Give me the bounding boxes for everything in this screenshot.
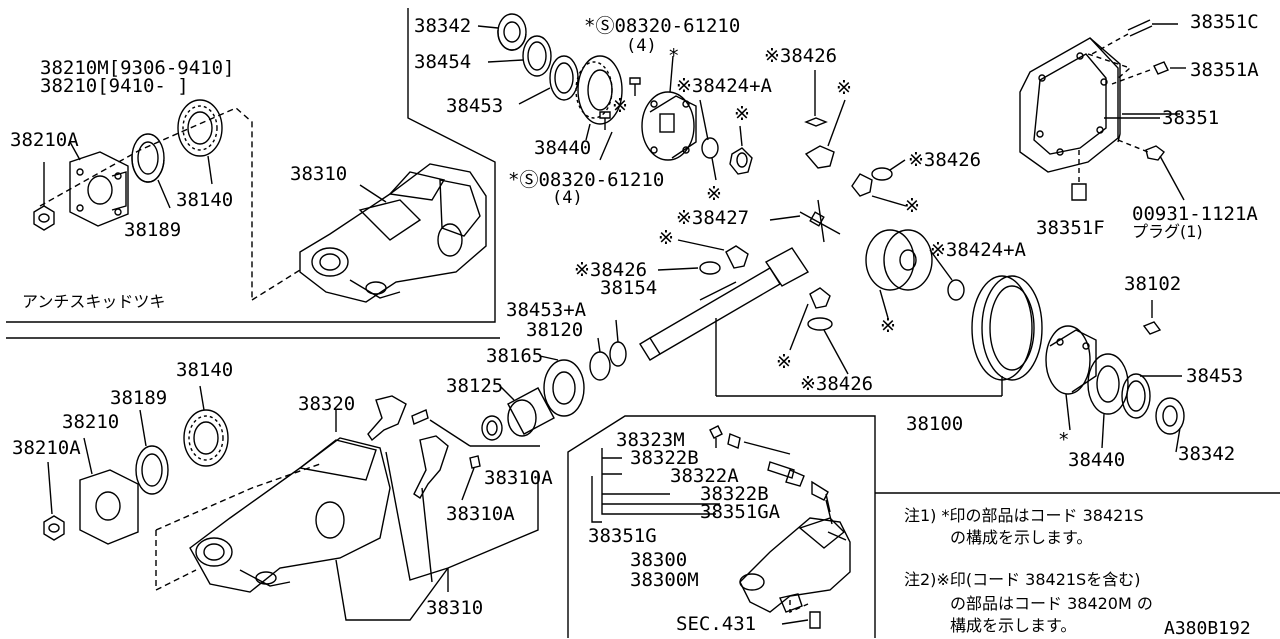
label-38120: 38120 (526, 319, 584, 341)
label-38210A-bottom: 38210A (12, 437, 81, 459)
label-bolt-top: *Ⓢ08320-61210 (584, 15, 741, 37)
label-38454: 38454 (414, 51, 472, 73)
diagram-reference-code: A380B192 (1164, 618, 1251, 639)
note-2-line2: の部品はコード 38420M の (950, 594, 1153, 613)
label-38140-bottom: 38140 (176, 359, 234, 381)
label-38210-bottom: 38210 (62, 411, 120, 433)
label-38322A: 38322A (670, 465, 739, 487)
label-38320: 38320 (298, 393, 356, 415)
label-38140-top: 38140 (176, 189, 234, 211)
mark-h: ※ (612, 95, 628, 117)
top-bearing-group (477, 13, 965, 375)
note-1-line1: 注1) *印の部品はコード 38421S (904, 506, 1144, 525)
label-38453A: 38453+A (506, 299, 587, 321)
pinion-ring-gear-group (481, 247, 1185, 453)
label-38102: 38102 (1124, 273, 1182, 295)
mark-f: ※ (880, 315, 896, 337)
mount-bracket-group (591, 425, 851, 629)
boundary-lines (6, 8, 1280, 638)
note-2-line1: 注2)※印(コード 38421Sを含む) (904, 570, 1141, 589)
label-38426-c: ※38426 (574, 259, 648, 281)
label-38342-right: 38342 (1178, 443, 1236, 465)
inset-caption: アンチスキッドツキ (22, 292, 166, 311)
label-38300: 38300 (630, 549, 688, 571)
mark-g: ※ (776, 351, 792, 373)
note-2-line3: 構成を示します。 (950, 616, 1077, 635)
label-38310A-2: 38310A (446, 503, 515, 525)
label-38323M: 38323M (616, 429, 685, 451)
label-bolt-top-qty: (4) (626, 36, 657, 56)
label-38440-right: 38440 (1068, 449, 1126, 471)
label-bolt-bottom: *Ⓢ08320-61210 (508, 169, 665, 191)
label-plug-code: 00931-1121A (1132, 203, 1258, 225)
label-38351C: 38351C (1190, 11, 1259, 33)
label-38351G: 38351G (588, 525, 657, 547)
mark-c: ※ (836, 77, 852, 99)
label-38426-d: ※38426 (800, 373, 874, 395)
bottom-differential-group (43, 385, 540, 621)
label-38310-bottom: 38310 (426, 597, 484, 619)
label-38427: ※38427 (676, 207, 750, 229)
label-38300M: 38300M (630, 569, 699, 591)
label-star-right: * (1058, 429, 1070, 451)
label-38351A: 38351A (1190, 59, 1259, 81)
label-38351F: 38351F (1036, 217, 1105, 239)
label-38154: 38154 (600, 277, 658, 299)
label-38125: 38125 (446, 375, 504, 397)
label-38189-top: 38189 (124, 219, 182, 241)
label-38310-top: 38310 (290, 163, 348, 185)
inset-differential-group (33, 99, 487, 303)
label-star-top: * (668, 45, 680, 67)
label-38453-right: 38453 (1186, 365, 1244, 387)
label-38424A-top: ※38424+A (676, 75, 772, 97)
inset-title-line1: 38210M[9306-9410] (40, 57, 235, 79)
note-1-line2: の構成を示します。 (950, 528, 1093, 547)
label-38351: 38351 (1162, 107, 1220, 129)
label-38100: 38100 (906, 413, 964, 435)
label-38322B-1: 38322B (630, 447, 699, 469)
label-38440-top: 38440 (534, 137, 592, 159)
label-38426-a: ※38426 (764, 45, 838, 67)
label-38310A-1: 38310A (484, 467, 553, 489)
mark-a: ※ (734, 103, 750, 125)
label-38165: 38165 (486, 345, 544, 367)
label-38189-bottom: 38189 (110, 387, 168, 409)
mark-e: ※ (658, 227, 674, 249)
inset-title-line2: 38210[9410- ] (40, 75, 189, 97)
label-plug: プラグ(1) (1132, 222, 1203, 241)
label-38322B-2: 38322B (700, 483, 769, 505)
label-38453-top: 38453 (446, 95, 504, 117)
label-38426-b: ※38426 (908, 149, 982, 171)
rear-cover-group (1019, 19, 1186, 201)
label-38210A-top: 38210A (10, 129, 79, 151)
label-38351GA: 38351GA (700, 501, 781, 523)
label-bolt-bottom-qty: (4) (552, 188, 583, 208)
mark-b: ※ (706, 183, 722, 205)
label-38342-top: 38342 (414, 15, 472, 37)
mark-d: ※ (904, 195, 920, 217)
label-38424A-right: ※38424+A (930, 239, 1026, 261)
label-sec-431: SEC.431 (676, 613, 757, 635)
